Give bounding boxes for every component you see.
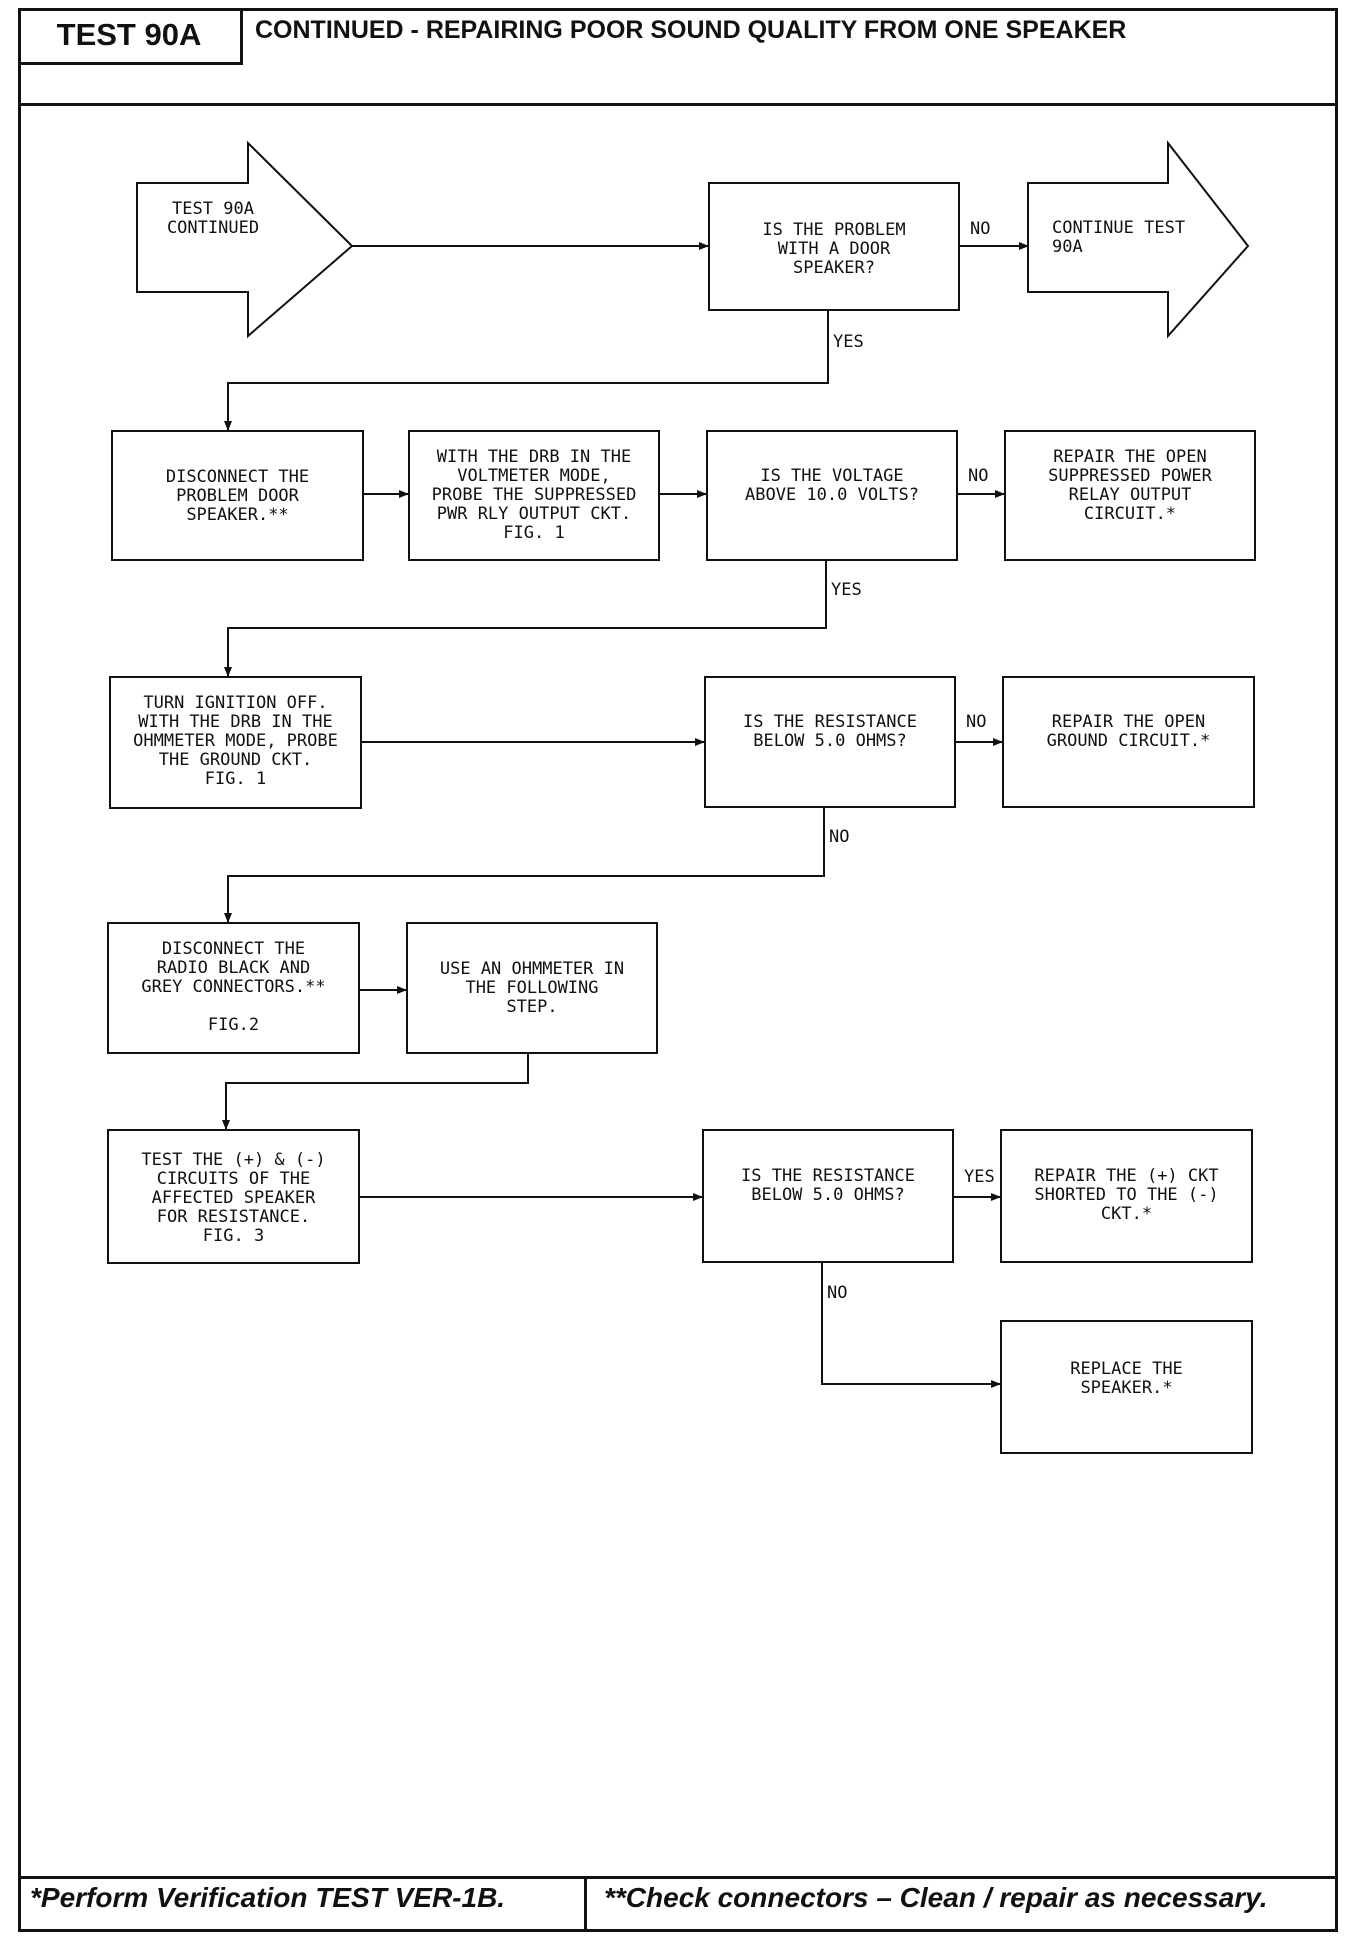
continue-arrow-shape bbox=[1027, 140, 1250, 339]
repair-short-step: REPAIR THE (+) CKT SHORTED TO THE (-) CK… bbox=[1000, 1129, 1253, 1263]
footer-divider bbox=[18, 1876, 1338, 1879]
disconnect-radio-text: DISCONNECT THE RADIO BLACK AND GREY CONN… bbox=[141, 939, 326, 1035]
repair-power-relay-step: REPAIR THE OPEN SUPPRESSED POWER RELAY O… bbox=[1004, 430, 1256, 561]
page-frame bbox=[18, 8, 1338, 1932]
header-divider bbox=[18, 103, 1338, 106]
start-arrow-shape bbox=[136, 140, 354, 339]
door-yes-line bbox=[224, 311, 829, 431]
voltage-question-text: IS THE VOLTAGE ABOVE 10.0 VOLTS? bbox=[745, 466, 919, 505]
footer-note-verification: *Perform Verification TEST VER-1B. bbox=[30, 1882, 506, 1913]
probe-voltage-step: WITH THE DRB IN THE VOLTMETER MODE, PROB… bbox=[408, 430, 660, 561]
no-label: NO bbox=[966, 712, 987, 732]
resistance-1-no-down-line bbox=[224, 808, 825, 923]
page-title: CONTINUED - REPAIRING POOR SOUND QUALITY… bbox=[255, 16, 1127, 44]
disconnect-door-speaker-text: DISCONNECT THE PROBLEM DOOR SPEAKER.** bbox=[165, 467, 310, 525]
use-ohmmeter-text: USE AN OHMMETER IN THE FOLLOWING STEP. bbox=[439, 959, 625, 1017]
replace-speaker-text: REPLACE THE SPEAKER.* bbox=[1070, 1359, 1183, 1398]
footer-column-divider bbox=[584, 1876, 587, 1932]
no-label: NO bbox=[829, 827, 850, 847]
ignition-off-step: TURN IGNITION OFF. WITH THE DRB IN THE O… bbox=[109, 676, 362, 809]
disconnect-door-speaker-step: DISCONNECT THE PROBLEM DOOR SPEAKER.** bbox=[111, 430, 364, 561]
test-id: TEST 90A bbox=[18, 8, 243, 65]
resistance-question-2-text: IS THE RESISTANCE BELOW 5.0 OHMS? bbox=[741, 1166, 915, 1205]
door-speaker-question: IS THE PROBLEM WITH A DOOR SPEAKER? bbox=[708, 182, 960, 311]
repair-power-relay-text: REPAIR THE OPEN SUPPRESSED POWER RELAY O… bbox=[1048, 447, 1212, 524]
no-label: NO bbox=[827, 1283, 848, 1303]
continue-text: CONTINUE TEST 90A bbox=[1052, 218, 1186, 257]
ignition-off-text: TURN IGNITION OFF. WITH THE DRB IN THE O… bbox=[133, 693, 338, 789]
no-label: NO bbox=[970, 219, 991, 239]
start-text: TEST 90A CONTINUED bbox=[166, 199, 260, 238]
repair-short-text: REPAIR THE (+) CKT SHORTED TO THE (-) CK… bbox=[1034, 1166, 1219, 1224]
yes-label: YES bbox=[831, 580, 862, 600]
use-ohmmeter-step: USE AN OHMMETER IN THE FOLLOWING STEP. bbox=[406, 922, 658, 1054]
voltage-question: IS THE VOLTAGE ABOVE 10.0 VOLTS? bbox=[706, 430, 958, 561]
door-speaker-question-text: IS THE PROBLEM WITH A DOOR SPEAKER? bbox=[762, 220, 906, 278]
probe-voltage-text: WITH THE DRB IN THE VOLTMETER MODE, PROB… bbox=[431, 447, 637, 543]
replace-speaker-step: REPLACE THE SPEAKER.* bbox=[1000, 1320, 1253, 1454]
no-label: NO bbox=[968, 466, 989, 486]
ohmmeter-down-line bbox=[222, 1054, 529, 1130]
footer-note-connectors: **Check connectors – Clean / repair as n… bbox=[604, 1882, 1268, 1913]
resistance-2-no-line bbox=[821, 1263, 1001, 1388]
yes-label: YES bbox=[833, 332, 864, 352]
test-circuits-text: TEST THE (+) & (-) CIRCUITS OF THE AFFEC… bbox=[141, 1150, 326, 1246]
repair-ground-step: REPAIR THE OPEN GROUND CIRCUIT.* bbox=[1002, 676, 1255, 808]
yes-label: YES bbox=[964, 1167, 995, 1187]
resistance-question-1-text: IS THE RESISTANCE BELOW 5.0 OHMS? bbox=[743, 712, 917, 751]
resistance-question-1: IS THE RESISTANCE BELOW 5.0 OHMS? bbox=[704, 676, 956, 808]
repair-ground-text: REPAIR THE OPEN GROUND CIRCUIT.* bbox=[1046, 712, 1211, 751]
resistance-question-2: IS THE RESISTANCE BELOW 5.0 OHMS? bbox=[702, 1129, 954, 1263]
test-circuits-step: TEST THE (+) & (-) CIRCUITS OF THE AFFEC… bbox=[107, 1129, 360, 1264]
voltage-yes-line bbox=[224, 561, 827, 677]
disconnect-radio-step: DISCONNECT THE RADIO BLACK AND GREY CONN… bbox=[107, 922, 360, 1054]
